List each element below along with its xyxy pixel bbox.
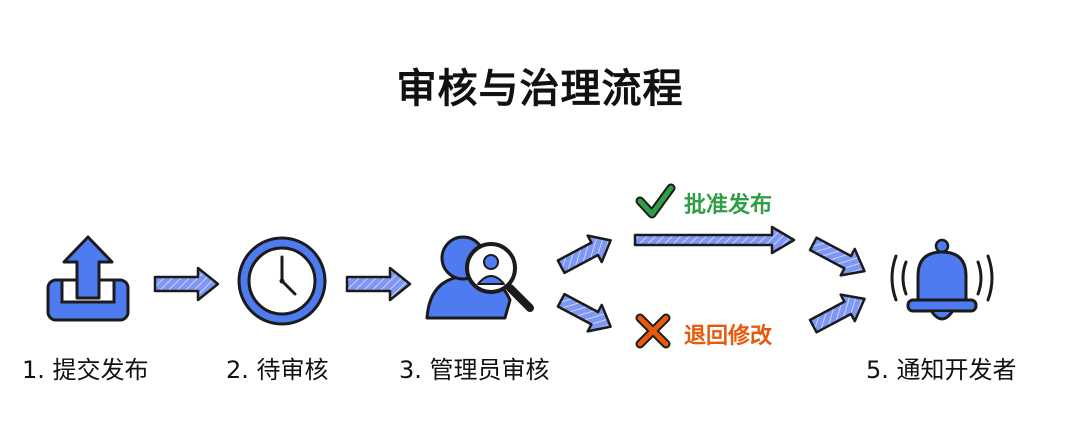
step-label-pending: 2. 待审核 [226,356,329,384]
clock-icon [237,236,327,326]
branch-label-reject: 退回修改 [684,324,773,349]
step-label-submit: 1. 提交发布 [22,356,149,384]
page-title: 审核与治理流程 [396,66,684,112]
arrow-2-3 [345,266,412,302]
arrow-to-bell-top [808,236,866,277]
arrow-to-bell-bottom [808,293,866,334]
branch-label-approve: 批准发布 [684,193,773,218]
arrow-1-2 [153,266,220,302]
arrow-approve [633,225,796,255]
bell-icon [890,238,994,321]
checkmark-icon [635,183,676,219]
cross-icon [635,313,671,349]
step-label-notify: 5. 通知开发者 [866,356,1017,384]
step-label-admin-review: 3. 管理员审核 [399,356,550,384]
arrow-3-up [556,234,612,275]
arrow-3-down [556,292,612,333]
user-search-icon [425,235,534,320]
upload-tray-icon [46,235,130,322]
